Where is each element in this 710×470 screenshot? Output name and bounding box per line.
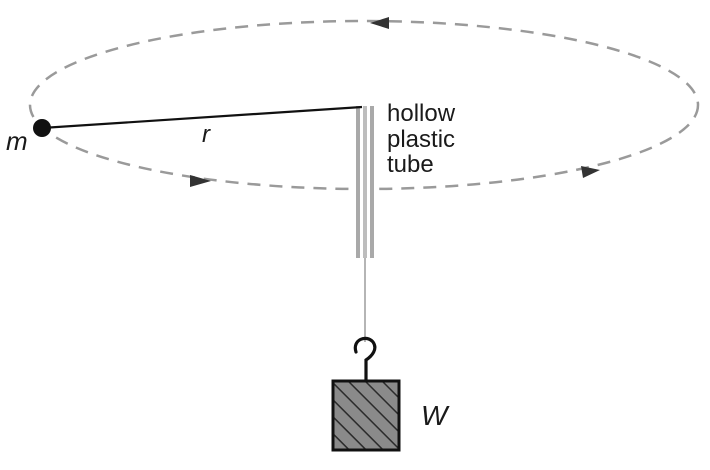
arrowhead-icon [190,175,211,187]
arrowhead-icon [370,17,389,29]
hook-icon [353,336,377,383]
tube-label-line1: hollow [387,100,456,127]
radius-string [41,105,363,130]
radius-label: r [202,121,211,148]
weight-label: W [421,400,450,431]
tube-label-line2: plastic [387,126,455,153]
mass-ball [33,119,51,137]
tube-label-line3: tube [387,151,434,178]
hollow-plastic-tube [356,106,374,258]
arrowhead-icon [581,166,600,178]
mass-label: m [6,126,28,156]
weight-block [331,379,401,452]
